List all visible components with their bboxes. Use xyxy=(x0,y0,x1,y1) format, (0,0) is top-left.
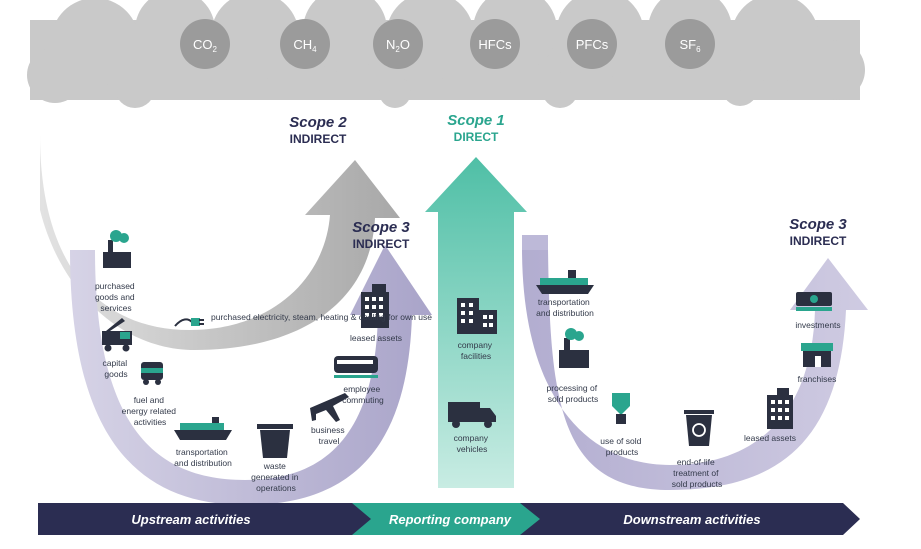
gas-circle-hfcs xyxy=(470,19,520,69)
purchased-goods-label: purchased goods and services xyxy=(95,281,137,313)
factory-icon xyxy=(103,230,131,268)
scope2-subtitle: INDIRECT xyxy=(290,132,347,146)
fuel-cart-icon xyxy=(141,362,163,385)
scope3-downstream-subtitle: INDIRECT xyxy=(790,234,847,248)
gas-label-hfcs: HFCs xyxy=(478,37,512,52)
gas-circle-pfcs xyxy=(567,19,617,69)
gas-label-pfcs: PFCs xyxy=(576,37,609,52)
scope3-downstream-top-fill xyxy=(522,235,548,250)
ship-icon-downstream xyxy=(536,270,594,294)
upstream-activities-label: Upstream activities xyxy=(131,512,250,527)
downstream-activities-label: Downstream activities xyxy=(623,512,760,527)
gas-list: CO2 CH4 N2O HFCs PFCs SF6 xyxy=(180,19,715,69)
reporting-company-label: Reporting company xyxy=(389,512,512,527)
scope1-title: Scope 1 xyxy=(447,112,505,129)
business-travel-label: business travel xyxy=(311,425,347,446)
light-bulb-icon xyxy=(612,393,630,424)
processing-factory-icon xyxy=(559,328,589,368)
scope3-downstream-arrow xyxy=(522,248,868,490)
end-of-life-label: end-of-life treatment of sold products xyxy=(672,457,723,489)
waste-label: waste generated in operations xyxy=(251,461,301,493)
upstream-transport-label: transportation and distribution xyxy=(174,447,232,468)
recycle-bin-icon xyxy=(684,410,714,446)
building-icon-downstream xyxy=(767,388,793,429)
company-facilities-label: company facilities xyxy=(458,340,495,361)
gas-label-sf6: SF6 xyxy=(679,37,701,54)
gas-circle-ch4 xyxy=(280,19,330,69)
waste-bin-icon xyxy=(257,424,293,458)
fuel-energy-label: fuel and energy related activities xyxy=(122,395,179,427)
scope3-upstream-subtitle: INDIRECT xyxy=(353,237,410,251)
scope3-upstream-title: Scope 3 xyxy=(352,219,410,236)
downstream-transport-label: transportation and distribution xyxy=(536,297,594,318)
building-icon-upstream xyxy=(361,284,389,328)
gas-circle-co2 xyxy=(180,19,230,69)
storefront-icon xyxy=(801,343,833,367)
scope3-upstream-arrow xyxy=(70,245,432,505)
gas-circle-n2o xyxy=(373,19,423,69)
upstream-leased-assets-label: leased assets xyxy=(350,333,402,343)
ship-icon xyxy=(174,417,232,440)
processing-label: processing of sold products xyxy=(547,383,600,404)
gas-label-ch4: CH4 xyxy=(293,37,317,54)
airplane-icon xyxy=(310,393,349,422)
delivery-truck-icon xyxy=(448,402,496,428)
company-vehicles-label: company vehicles xyxy=(454,433,491,454)
truck-crane-icon xyxy=(102,318,132,352)
franchises-label: franchises xyxy=(798,374,837,384)
employee-commuting-label: employee commuting xyxy=(342,384,384,405)
train-icon xyxy=(334,356,378,378)
scope2-arrow xyxy=(40,135,400,350)
gas-circle-sf6 xyxy=(665,19,715,69)
capital-goods-label: capital goods xyxy=(103,358,130,379)
cloud-band xyxy=(27,0,865,108)
scope2-title: Scope 2 xyxy=(289,114,347,131)
scope3-downstream-title: Scope 3 xyxy=(789,216,847,233)
activities-band: Upstream activities Reporting company Do… xyxy=(38,503,860,535)
investments-label: investments xyxy=(795,320,840,330)
plug-icon xyxy=(174,318,204,327)
scope2-purchased-electricity-label: purchased electricity, steam, heating & … xyxy=(211,312,432,322)
downstream-band xyxy=(520,503,860,535)
upstream-band xyxy=(38,503,377,535)
gas-label-co2: CO2 xyxy=(193,37,218,54)
downstream-leased-assets-label: leased assets xyxy=(744,433,796,443)
reporting-band xyxy=(352,503,545,535)
use-of-sold-products-label: use of sold products xyxy=(600,436,644,457)
company-building-icon xyxy=(457,298,497,334)
scope1-subtitle: DIRECT xyxy=(454,130,499,144)
money-stack-icon xyxy=(796,292,832,311)
gas-label-n2o: N2O xyxy=(386,37,410,54)
